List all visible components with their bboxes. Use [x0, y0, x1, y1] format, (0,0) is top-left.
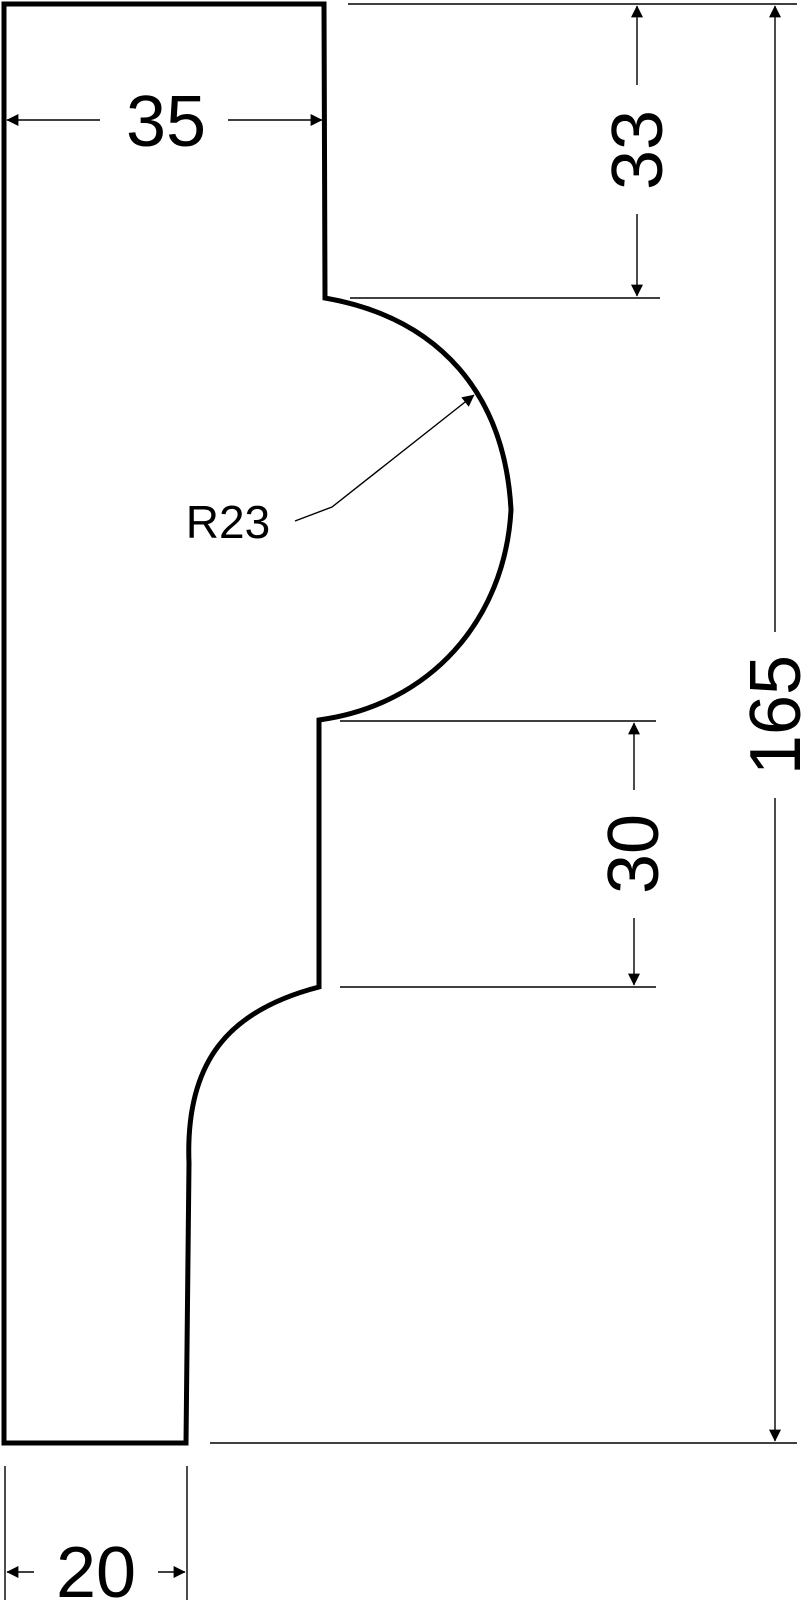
dimension-label-width-bottom: 20: [56, 1533, 136, 1600]
dimension-lower-step: 30: [594, 722, 674, 986]
profile-outline: [1, 1, 514, 1446]
radius-callout: R23: [186, 394, 475, 548]
dimension-width-top: 35: [6, 82, 323, 162]
radius-leader-line: [294, 394, 475, 522]
dimension-top-offset: 33: [598, 5, 678, 297]
dimension-label-lower-step: 30: [594, 814, 674, 894]
dimension-label-total-height: 165: [736, 655, 802, 775]
dimension-label-top-offset: 33: [598, 110, 678, 190]
dimension-width-bottom: 20: [6, 1533, 186, 1600]
dimension-total-height: 165: [736, 5, 802, 1442]
radius-label: R23: [186, 496, 270, 548]
extension-lines: [4, 3, 797, 1600]
dimension-label-width-top: 35: [126, 82, 206, 162]
